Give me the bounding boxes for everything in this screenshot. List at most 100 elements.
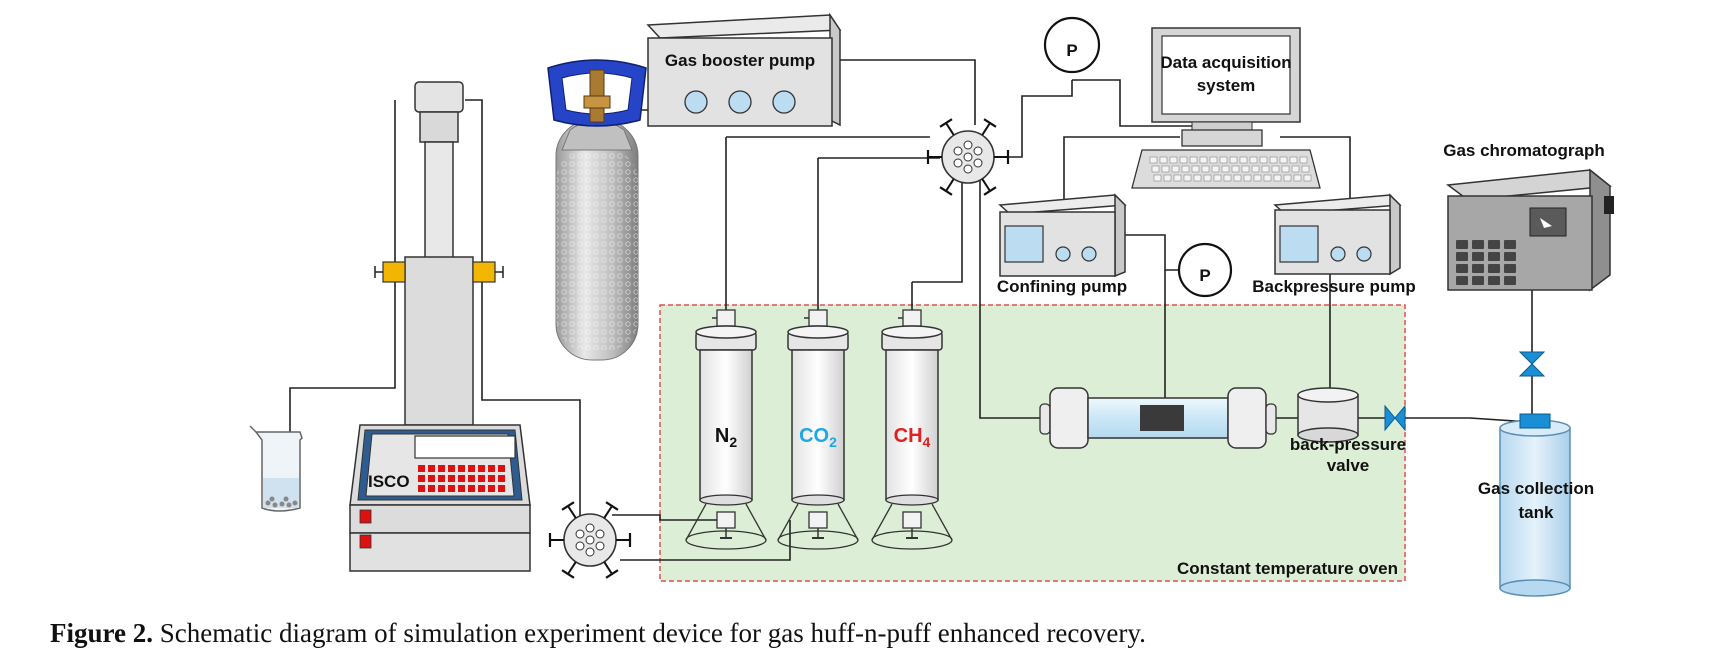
keyboard-key bbox=[1243, 174, 1252, 182]
container-body bbox=[885, 349, 939, 501]
back-pressure-valve: back-pressure valve bbox=[1290, 387, 1406, 475]
co2-sub: 2 bbox=[829, 434, 837, 450]
valve-port bbox=[585, 535, 595, 545]
keyboard-key bbox=[1289, 156, 1298, 164]
isco-key bbox=[458, 465, 465, 472]
valve-spoke bbox=[981, 178, 991, 192]
valve-port bbox=[953, 146, 963, 156]
gc-key bbox=[1488, 240, 1500, 249]
isco-key bbox=[438, 475, 445, 482]
isco-key bbox=[418, 485, 425, 492]
gc-key bbox=[1488, 264, 1500, 273]
figure-caption-text: Schematic diagram of simulation experime… bbox=[153, 618, 1146, 648]
valve-handle bbox=[561, 569, 575, 579]
isco-key bbox=[498, 475, 505, 482]
valve-port bbox=[953, 158, 963, 168]
container-bottom bbox=[791, 494, 845, 506]
keyboard-key bbox=[1281, 165, 1290, 173]
container-cap-top bbox=[881, 325, 943, 339]
container-stand-leg bbox=[745, 503, 767, 541]
back-pressure-valve-label-2: valve bbox=[1327, 456, 1370, 475]
container-cap-top bbox=[695, 325, 757, 339]
data-acquisition-label-2: system bbox=[1197, 76, 1256, 95]
keyboard-key bbox=[1161, 165, 1170, 173]
keyboard-key bbox=[1189, 156, 1198, 164]
valve-spoke bbox=[603, 505, 613, 519]
container-bottom bbox=[699, 494, 753, 506]
keyboard-key bbox=[1269, 156, 1278, 164]
ch4-main: CH bbox=[894, 425, 923, 447]
keyboard-key bbox=[1253, 174, 1262, 182]
figure-caption: Figure 2. Schematic diagram of simulatio… bbox=[50, 618, 1690, 649]
isco-key bbox=[428, 465, 435, 472]
isco-key bbox=[418, 465, 425, 472]
container-stand-leg bbox=[837, 503, 859, 541]
isco-key bbox=[488, 465, 495, 472]
isco-key bbox=[418, 475, 425, 482]
keyboard-key bbox=[1213, 174, 1222, 182]
container-bottom-fitting bbox=[716, 511, 736, 529]
isco-key bbox=[488, 475, 495, 482]
valve-handle bbox=[605, 501, 619, 511]
keyboard-key bbox=[1283, 174, 1292, 182]
backpressure-pump: Backpressure pump bbox=[1252, 193, 1416, 296]
keyboard-key bbox=[1259, 156, 1268, 164]
ch4-sub: 4 bbox=[923, 434, 931, 450]
isco-key bbox=[498, 485, 505, 492]
confining-pump-label: Confining pump bbox=[997, 277, 1127, 296]
isco-key bbox=[428, 485, 435, 492]
six-way-valve-bottom bbox=[548, 501, 632, 579]
keyboard-key bbox=[1191, 165, 1200, 173]
isco-keypad bbox=[418, 465, 505, 492]
gc-key bbox=[1488, 276, 1500, 285]
container-stand-leg bbox=[685, 503, 707, 541]
keyboard-key bbox=[1279, 156, 1288, 164]
keyboard-key bbox=[1193, 174, 1202, 182]
container-bottom bbox=[885, 494, 939, 506]
keyboard-key bbox=[1221, 165, 1230, 173]
needle-valve-outlet bbox=[1384, 404, 1406, 432]
keyboard bbox=[1149, 156, 1312, 182]
isco-key bbox=[448, 485, 455, 492]
isco-key bbox=[428, 475, 435, 482]
valve-port bbox=[963, 140, 973, 150]
isco-key bbox=[498, 465, 505, 472]
gc-key bbox=[1504, 264, 1516, 273]
valve-handle bbox=[939, 118, 953, 128]
isco-key bbox=[458, 485, 465, 492]
n2-sub: 2 bbox=[729, 434, 737, 450]
valve-handle bbox=[939, 186, 953, 196]
valve-port bbox=[575, 529, 585, 539]
keyboard-key bbox=[1261, 165, 1270, 173]
container-bottom-fitting bbox=[808, 511, 828, 529]
keyboard-key bbox=[1273, 174, 1282, 182]
valve-port bbox=[585, 547, 595, 557]
isco-key bbox=[478, 475, 485, 482]
valve-handle bbox=[983, 186, 997, 196]
co2-main: CO bbox=[799, 425, 829, 447]
valve-port bbox=[973, 146, 983, 156]
keyboard-key bbox=[1203, 174, 1212, 182]
container-cap-top bbox=[787, 325, 849, 339]
gas-chromatograph-label: Gas chromatograph bbox=[1443, 141, 1605, 160]
valve-spoke bbox=[945, 178, 955, 192]
container-body bbox=[791, 349, 845, 501]
valve-handle bbox=[561, 501, 575, 511]
oven-label: Constant temperature oven bbox=[1177, 559, 1398, 578]
valve-spoke bbox=[567, 561, 577, 575]
valve-handle bbox=[605, 569, 619, 579]
backpressure-pump-label: Backpressure pump bbox=[1252, 277, 1415, 296]
gc-key bbox=[1504, 240, 1516, 249]
valve-port bbox=[973, 158, 983, 168]
isco-key bbox=[438, 465, 445, 472]
gc-key bbox=[1456, 252, 1468, 261]
valve-spoke bbox=[981, 122, 991, 136]
gas-chromatograph: Gas chromatograph bbox=[1443, 141, 1614, 292]
figure-caption-prefix: Figure 2. bbox=[50, 618, 153, 648]
gc-key bbox=[1504, 276, 1516, 285]
gc-key bbox=[1504, 252, 1516, 261]
keyboard-key bbox=[1149, 156, 1158, 164]
keyboard-key bbox=[1159, 156, 1168, 164]
